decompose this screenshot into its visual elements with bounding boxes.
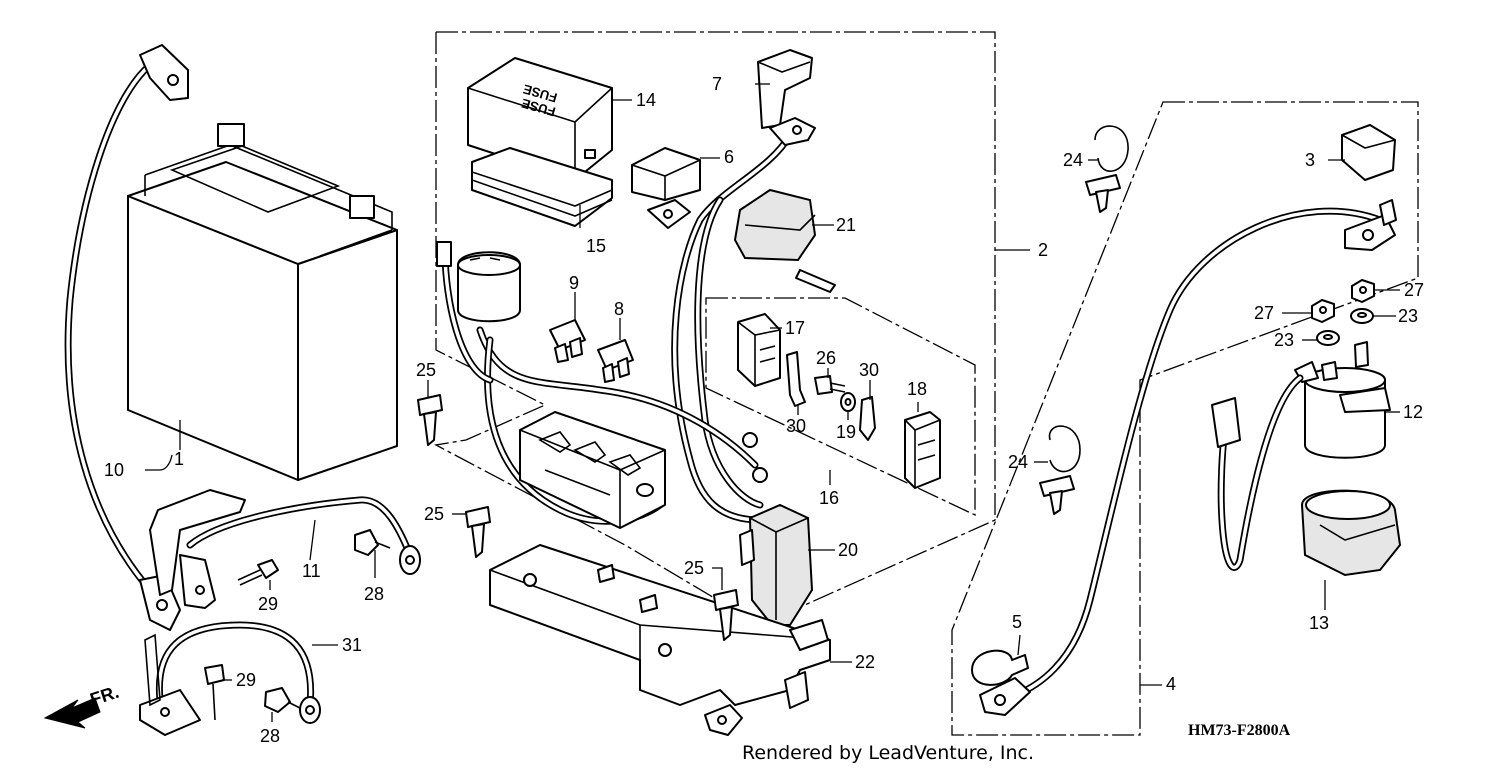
terminal-cover-3 [1341, 124, 1396, 181]
part-label-30-left: 30 [786, 416, 806, 436]
washer-19 [840, 392, 856, 412]
part-label-25-b: 25 [424, 504, 444, 524]
fuse-box-base [519, 411, 666, 529]
washer-23-upper [1350, 308, 1374, 324]
part-label-21: 21 [836, 215, 856, 235]
part-label-28-lower: 28 [260, 726, 280, 746]
harness-ring-terminals [742, 432, 768, 483]
group-outline-16 [705, 297, 976, 517]
part-label-23-upper: 23 [1398, 306, 1418, 326]
part-label-14: 14 [636, 90, 656, 110]
part-label-4: 4 [1166, 674, 1176, 694]
front-direction-arrow: FR. [43, 682, 122, 729]
part-label-12: 12 [1403, 402, 1423, 422]
washer-23-lower [1316, 330, 1340, 346]
relay-lead-wire [1211, 374, 1304, 571]
front-label: FR. [88, 682, 122, 710]
terminal-cap-5 [971, 649, 1029, 686]
part-label-29-upper: 29 [258, 594, 278, 614]
terminal-30-right [859, 396, 876, 441]
part-label-13: 13 [1309, 613, 1329, 633]
part-label-5: 5 [1012, 612, 1022, 632]
part-label-27-upper: 27 [1404, 280, 1424, 300]
battery-cable-10 [64, 44, 189, 631]
fuse-9 [549, 319, 586, 363]
part-label-29-lower: 29 [236, 670, 256, 690]
part-label-31: 31 [342, 635, 362, 655]
leader-lines [145, 83, 1400, 722]
battery-bracket-22 [489, 544, 831, 736]
cable-31 [139, 621, 321, 736]
starter-relay-12 [1294, 341, 1391, 459]
bolt-26 [814, 375, 846, 395]
part-label-27-lower: 27 [1254, 303, 1274, 323]
diagram-code: HM73-F2800A [1188, 722, 1291, 739]
part-label-24-upper: 24 [1063, 150, 1083, 170]
harness-connector [457, 251, 521, 323]
nut-28-upper [354, 529, 391, 556]
part-label-25-a: 25 [416, 360, 436, 380]
part-label-2: 2 [1038, 240, 1048, 260]
part-label-26: 26 [816, 348, 836, 368]
terminal-cap-6 [631, 147, 701, 201]
part-label-16: 16 [819, 488, 839, 508]
clip-24-upper [1085, 125, 1129, 213]
part-label-10: 10 [104, 460, 124, 480]
connector-18 [904, 411, 941, 489]
part-label-11: 11 [302, 561, 321, 581]
part-label-19: 19 [836, 422, 856, 442]
part-label-7: 7 [712, 74, 722, 94]
part-label-8: 8 [614, 299, 624, 319]
connector-20 [739, 503, 814, 626]
cable-11 [149, 489, 421, 609]
relay-holder-13 [1300, 489, 1402, 577]
part-label-24-lower: 24 [1008, 452, 1028, 472]
fuse-8 [597, 339, 634, 383]
part-label-1: 1 [174, 449, 184, 469]
part-label-30-right: 30 [859, 360, 879, 380]
clip-25-b [465, 506, 491, 558]
part-label-22: 22 [855, 652, 875, 672]
battery [127, 123, 398, 481]
part-label-3: 3 [1305, 150, 1315, 170]
starter-cable-4 [979, 199, 1397, 716]
part-label-23-lower: 23 [1274, 330, 1294, 350]
nut-28-lower [264, 687, 301, 713]
group-outline-4 [951, 101, 1419, 736]
terminal-30-left [786, 351, 806, 407]
part-label-9: 9 [569, 273, 579, 293]
bolt-29-lower [204, 664, 225, 721]
nut-27-lower [1311, 299, 1335, 323]
part-label-20: 20 [838, 540, 858, 560]
part-label-17: 17 [785, 318, 805, 338]
clip-24-lower [1039, 425, 1081, 515]
fuse-box-seal [471, 147, 613, 227]
part-label-6: 6 [724, 147, 734, 167]
bolt-29-upper [237, 559, 279, 586]
terminal-cap-7 [757, 49, 813, 129]
relay-cover-21 [733, 188, 836, 293]
clip-25-c [713, 589, 739, 641]
wire-harness [436, 117, 816, 525]
render-credit: Rendered by LeadVenture, Inc. [742, 742, 1034, 764]
connector-17 [737, 313, 781, 387]
part-labels: 1 2 3 4 5 6 7 8 9 10 11 12 13 14 15 16 1… [104, 74, 1424, 746]
part-label-15: 15 [586, 236, 606, 256]
nut-27-upper [1351, 279, 1375, 303]
part-label-18: 18 [907, 379, 927, 399]
part-label-25-c: 25 [684, 558, 704, 578]
clip-25-a [417, 394, 443, 446]
part-label-28-upper: 28 [364, 584, 384, 604]
